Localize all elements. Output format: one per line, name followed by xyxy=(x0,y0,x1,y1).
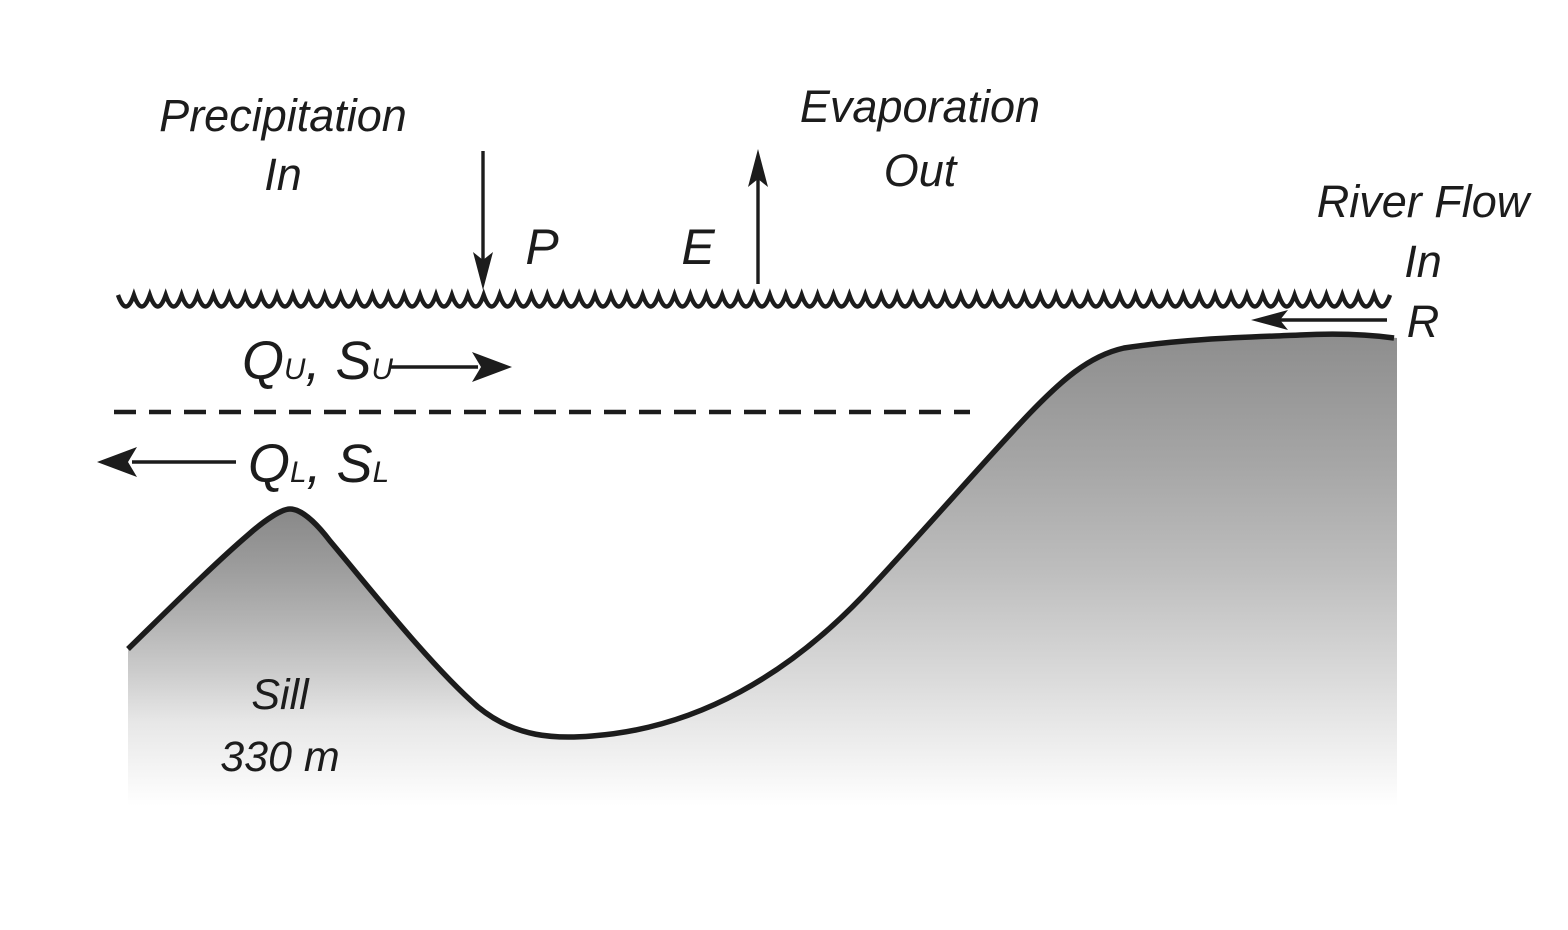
upper-layer-separator: , xyxy=(305,331,336,391)
upper-layer-label: QU, SU xyxy=(242,334,393,397)
upper-layer-q-subscript: U xyxy=(284,353,306,386)
upper-layer-q: Q xyxy=(242,331,285,391)
lower-layer-separator: , xyxy=(306,434,337,494)
sill-label-line1: Sill xyxy=(251,671,309,719)
evaporation-label-line1: Evaporation xyxy=(799,81,1041,132)
evaporation-label: Evaporation Out xyxy=(800,75,1040,203)
evaporation-label-line2: Out xyxy=(883,145,957,196)
precipitation-label-line2: In xyxy=(264,149,302,200)
evaporation-arrow xyxy=(748,149,768,284)
precipitation-arrow xyxy=(473,151,493,290)
river-flow-label-line1: River Flow xyxy=(1316,176,1530,227)
lower-layer-q-subscript: L xyxy=(290,456,307,489)
precipitation-label: Precipitation In xyxy=(159,86,407,204)
river-inflow-arrow xyxy=(1251,310,1387,330)
lower-layer-label: QL, SL xyxy=(248,437,389,500)
sill-label-line2: 330 m xyxy=(220,733,340,781)
lower-layer-s-subscript: L xyxy=(372,456,390,489)
river-flow-symbol: R xyxy=(1406,296,1440,347)
upper-layer-s: S xyxy=(335,331,372,391)
precipitation-symbol: P xyxy=(525,219,559,275)
lower-layer-flow-arrow xyxy=(97,447,236,477)
river-flow-label-line2: In xyxy=(1404,236,1442,287)
water-surface-line xyxy=(115,288,1393,309)
upper-layer-s-subscript: U xyxy=(371,353,393,386)
sill-label: Sill 330 m xyxy=(220,664,340,788)
upper-layer-flow-arrow xyxy=(391,352,512,382)
lower-layer-q: Q xyxy=(248,434,291,494)
sill-shading xyxy=(128,509,478,770)
lower-layer-s: S xyxy=(336,434,373,494)
evaporation-symbol: E xyxy=(681,219,715,275)
precipitation-label-line1: Precipitation xyxy=(159,90,407,141)
terrain-surface-line xyxy=(126,331,1395,740)
river-flow-label: River Flow In R xyxy=(1317,172,1530,352)
